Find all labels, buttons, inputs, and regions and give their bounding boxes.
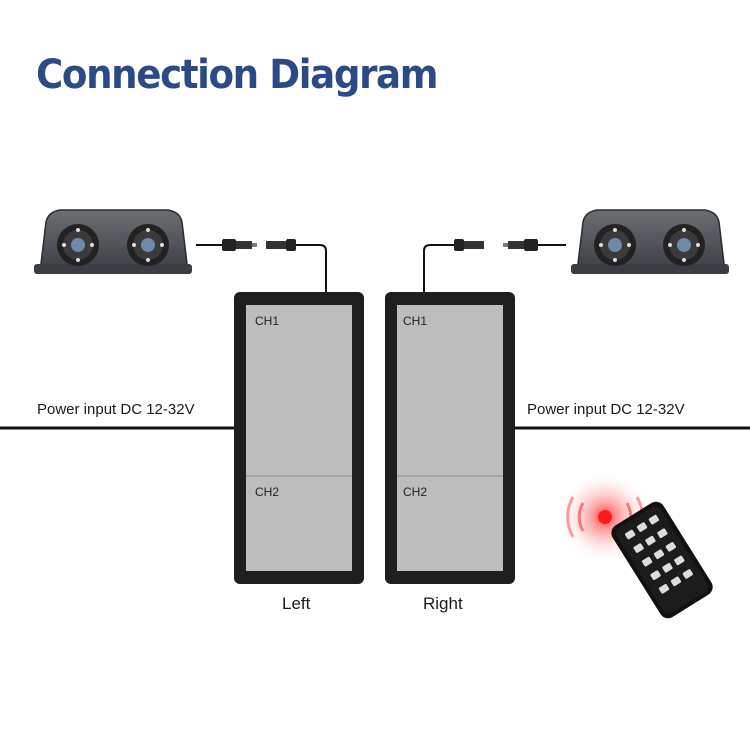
right-monitor-ch2-label: CH2 (403, 485, 428, 499)
page-title: Connection Diagram (36, 52, 438, 98)
right-monitor (385, 292, 515, 584)
left-monitor-ch1-label: CH1 (255, 314, 280, 328)
right-camera-icon (571, 209, 729, 274)
power-input-label-left: Power input DC 12-32V (37, 401, 195, 418)
right-monitor-label: Right (423, 594, 463, 613)
left-camera-icon (34, 209, 192, 274)
aviation-connector-icon (222, 239, 257, 251)
right-monitor-ch1-label: CH1 (403, 314, 428, 328)
left-monitor (234, 292, 364, 584)
remote-control-icon (611, 501, 713, 619)
power-input-label-right: Power input DC 12-32V (527, 401, 685, 418)
aviation-connector-icon (454, 239, 484, 251)
aviation-connector-icon (266, 239, 296, 251)
aviation-connector-icon (503, 239, 538, 251)
left-monitor-label: Left (282, 594, 311, 613)
left-camera-cable (196, 239, 327, 294)
right-camera-cable (423, 239, 566, 294)
left-monitor-ch2-label: CH2 (255, 485, 280, 499)
